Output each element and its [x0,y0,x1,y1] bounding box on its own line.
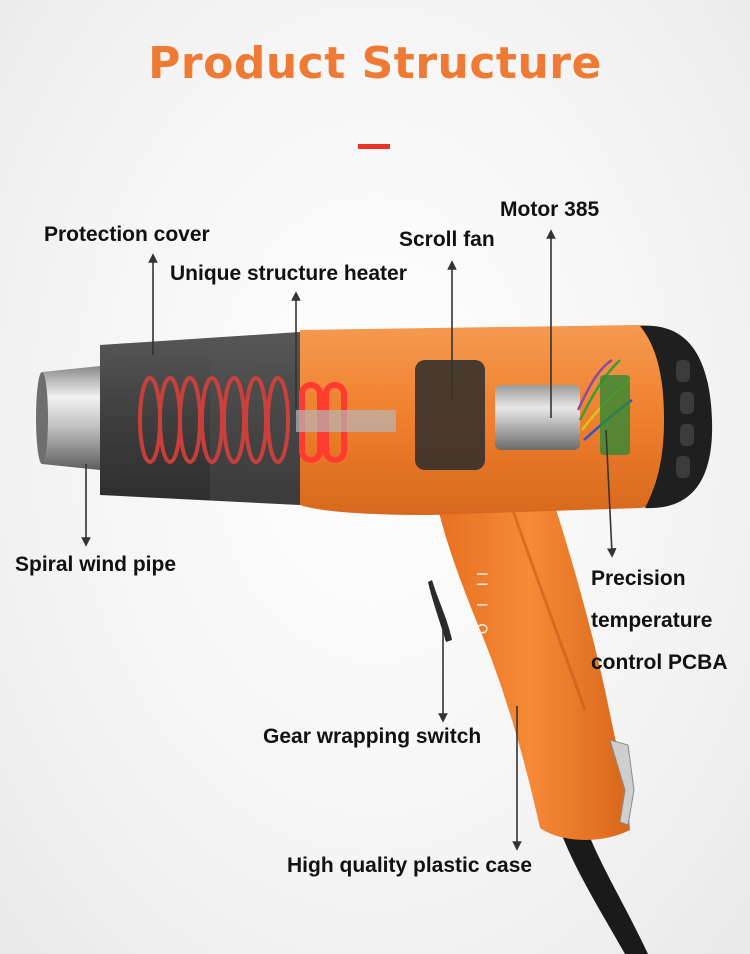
arrow-pcba [605,429,617,558]
stand-hook [609,739,635,826]
motor-385 [495,385,580,450]
label-plastic-case: High quality plastic case [287,854,533,877]
label-protection-cover: Protection cover [44,223,210,246]
rear-vent [680,392,694,414]
label-spiral-pipe: Spiral wind pipe [15,553,177,576]
pcba-board [600,375,630,455]
label-gear-switch: Gear wrapping switch [263,725,482,748]
label-pcba-line2: temperature [591,609,713,632]
label-unique-heater: Unique structure heater [170,262,407,285]
label-pcba-line1: Precision [591,567,686,590]
switch-marks: II I O [473,572,489,640]
rear-cap [640,325,713,509]
label-scroll-fan: Scroll fan [399,228,495,251]
heater-support [296,410,396,432]
rear-vent [680,424,694,446]
title-accent-bar [358,144,390,149]
spiral-wind-pipe [37,366,100,470]
heater-coils [138,376,290,464]
page-title: Product Structure [148,38,602,89]
power-cord [560,825,648,954]
handle-grip-line [503,487,587,711]
handle [430,460,630,840]
rear-vent [676,360,690,382]
label-pcba-line3: control PCBA [591,651,728,674]
pipe-opening [36,372,48,464]
gear-switch [428,580,452,642]
scroll-fan [415,360,485,470]
rear-vent [676,456,690,478]
label-motor: Motor 385 [500,198,600,221]
pointer-arrows [81,229,617,851]
